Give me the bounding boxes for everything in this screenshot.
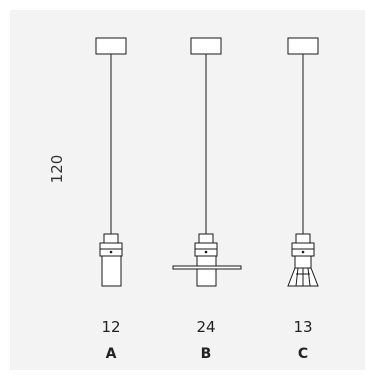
- lamp-c-canopy: [287, 37, 319, 55]
- lamp-b: [172, 37, 242, 287]
- lamp-a: [95, 37, 127, 287]
- lamp-b-canopy: [190, 37, 222, 55]
- lamp-a-socket-cap: [103, 233, 119, 244]
- height-label: 120: [48, 154, 66, 184]
- lamp-b-letter: B: [200, 346, 212, 362]
- lamp-c-bulb-neck: [294, 255, 312, 269]
- lamp-a-code: 12: [101, 318, 121, 336]
- lamp-b-socket-cap: [198, 233, 214, 244]
- lamp-b-screw: [204, 250, 208, 254]
- lamp-b-cylinder-shade: [196, 255, 217, 267]
- lamp-c-grille-rib: [307, 267, 311, 287]
- diagram-panel: [10, 10, 365, 370]
- lamp-c-letter: C: [297, 346, 309, 362]
- lamp-a-canopy: [95, 37, 127, 55]
- lamp-b-code: 24: [196, 318, 216, 336]
- lamp-c-socket-cap: [295, 233, 311, 244]
- lamp-c-grille-rib: [295, 267, 299, 287]
- lamp-c-screw: [301, 250, 305, 254]
- lamp-a-letter: A: [105, 346, 117, 362]
- lamp-c: [287, 37, 319, 287]
- lamp-b-lower-cylinder: [196, 268, 217, 287]
- lamp-a-cylinder-shade: [101, 255, 122, 287]
- lamp-c-code: 13: [293, 318, 313, 336]
- lamp-a-screw: [109, 250, 113, 254]
